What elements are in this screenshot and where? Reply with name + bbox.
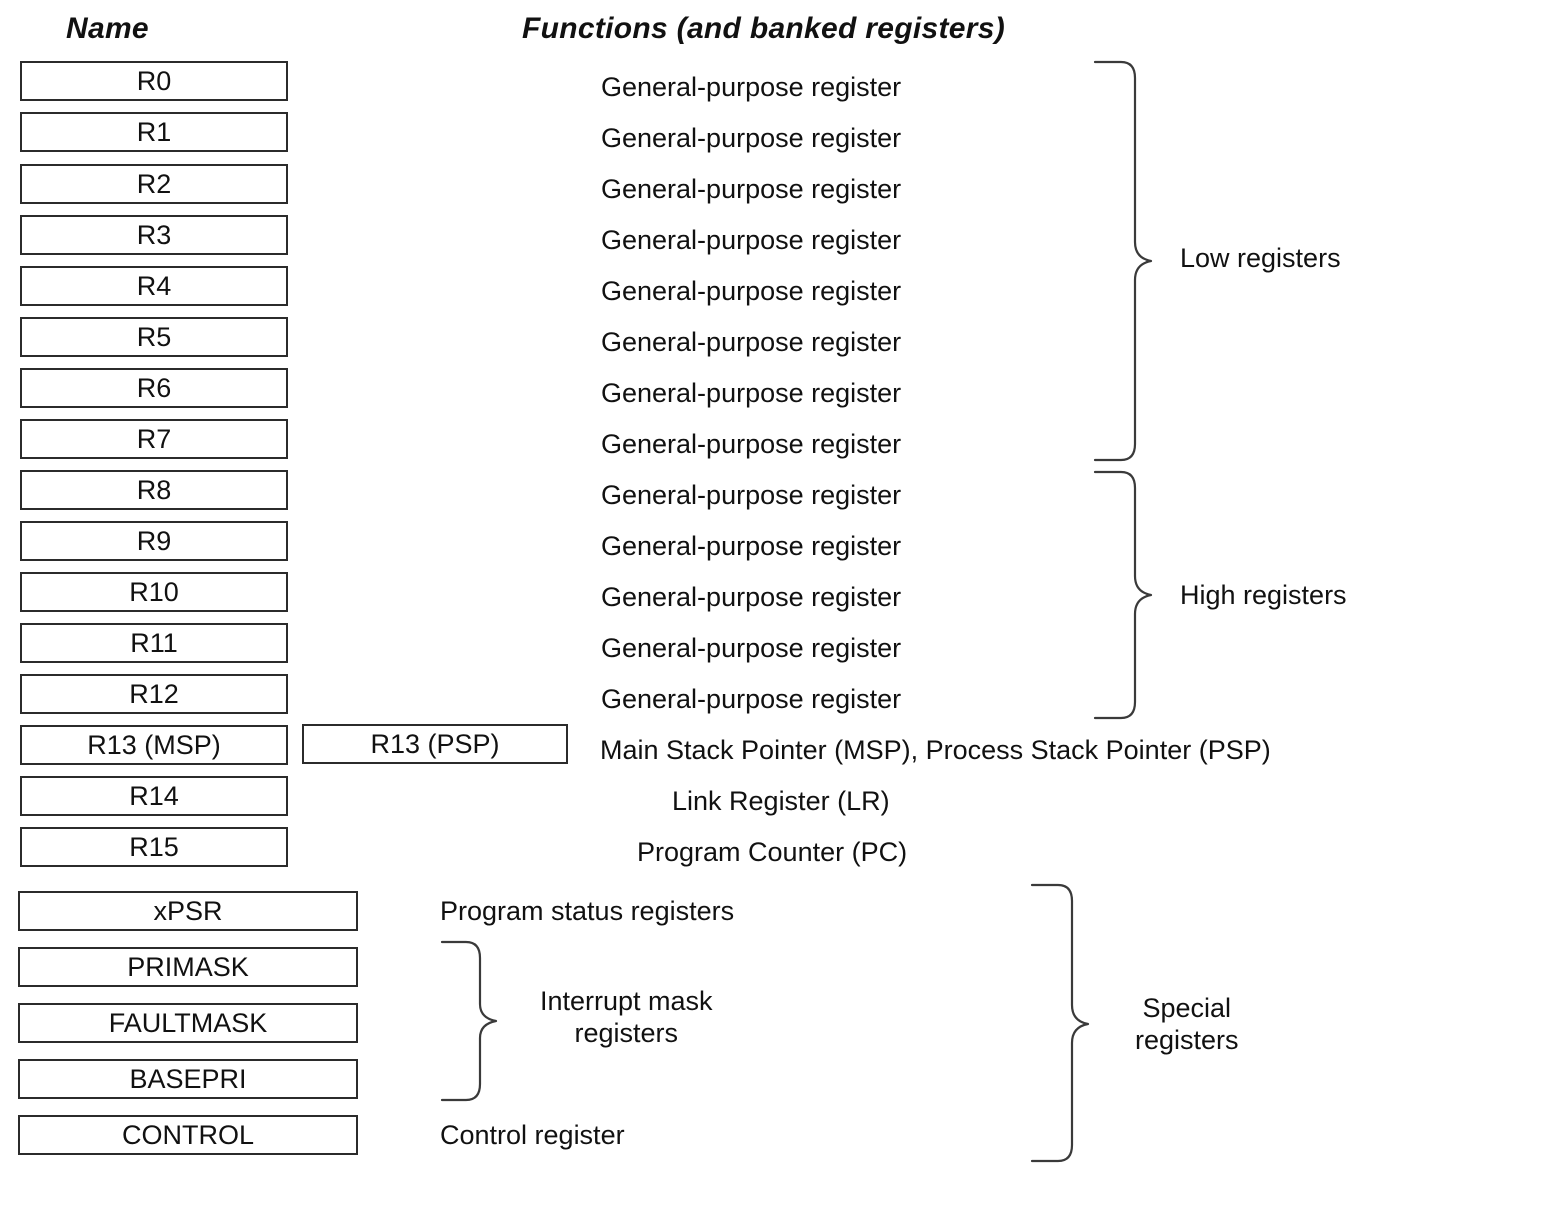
register-box-r2: R2 [20, 164, 288, 204]
function-text-r13: Main Stack Pointer (MSP), Process Stack … [600, 735, 1271, 765]
register-box-basepri: BASEPRI [18, 1059, 358, 1099]
brace-high-registers [1093, 470, 1153, 720]
interrupt-mask-label-line2: registers [574, 1017, 679, 1048]
function-text-r1: General-purpose register [601, 123, 902, 153]
function-text-r8: General-purpose register [601, 480, 902, 510]
register-box-r8: R8 [20, 470, 288, 510]
function-text-r6: General-purpose register [601, 378, 902, 408]
brace-interrupt-mask-registers [440, 940, 498, 1102]
register-box-control: CONTROL [18, 1115, 358, 1155]
group-label-high-registers: High registers [1180, 580, 1347, 610]
function-text-r7: General-purpose register [601, 429, 902, 459]
register-box-r13-msp: R13 (MSP) [20, 725, 288, 765]
function-text-r3: General-purpose register [601, 225, 902, 255]
special-label-line1: Special [1142, 993, 1232, 1023]
group-label-special-registers: Special registers [1135, 993, 1239, 1057]
function-text-r2: General-purpose register [601, 174, 902, 204]
function-text-r10: General-purpose register [601, 582, 902, 612]
column-header-name: Name [66, 12, 149, 45]
function-text-r12: General-purpose register [601, 684, 902, 714]
function-text-program-status: Program status registers [440, 896, 735, 926]
register-box-r1: R1 [20, 112, 288, 152]
register-box-r5: R5 [20, 317, 288, 357]
brace-special-registers [1030, 883, 1090, 1163]
function-text-control-register: Control register [440, 1120, 625, 1150]
function-text-r9: General-purpose register [601, 531, 902, 561]
register-box-r13-psp: R13 (PSP) [302, 724, 568, 764]
function-text-r0: General-purpose register [601, 72, 902, 102]
register-box-r9: R9 [20, 521, 288, 561]
register-box-r4: R4 [20, 266, 288, 306]
register-box-r3: R3 [20, 215, 288, 255]
register-box-xpsr: xPSR [18, 891, 358, 931]
function-text-r4: General-purpose register [601, 276, 902, 306]
function-text-r11: General-purpose register [601, 633, 902, 663]
function-text-r5: General-purpose register [601, 327, 902, 357]
register-box-r11: R11 [20, 623, 288, 663]
group-label-low-registers: Low registers [1180, 243, 1341, 273]
register-box-r12: R12 [20, 674, 288, 714]
special-label-line2: registers [1135, 1024, 1239, 1055]
function-text-r14: Link Register (LR) [672, 786, 890, 816]
interrupt-mask-label-line1: Interrupt mask [540, 986, 713, 1016]
register-box-r10: R10 [20, 572, 288, 612]
register-box-r6: R6 [20, 368, 288, 408]
register-box-r7: R7 [20, 419, 288, 459]
register-box-faultmask: FAULTMASK [18, 1003, 358, 1043]
register-box-r0: R0 [20, 61, 288, 101]
register-box-r14: R14 [20, 776, 288, 816]
register-box-primask: PRIMASK [18, 947, 358, 987]
function-text-r15: Program Counter (PC) [637, 837, 908, 867]
brace-low-registers [1093, 60, 1153, 462]
column-header-functions: Functions (and banked registers) [522, 12, 1006, 45]
group-label-interrupt-mask-registers: Interrupt mask registers [540, 986, 713, 1050]
register-box-r15: R15 [20, 827, 288, 867]
